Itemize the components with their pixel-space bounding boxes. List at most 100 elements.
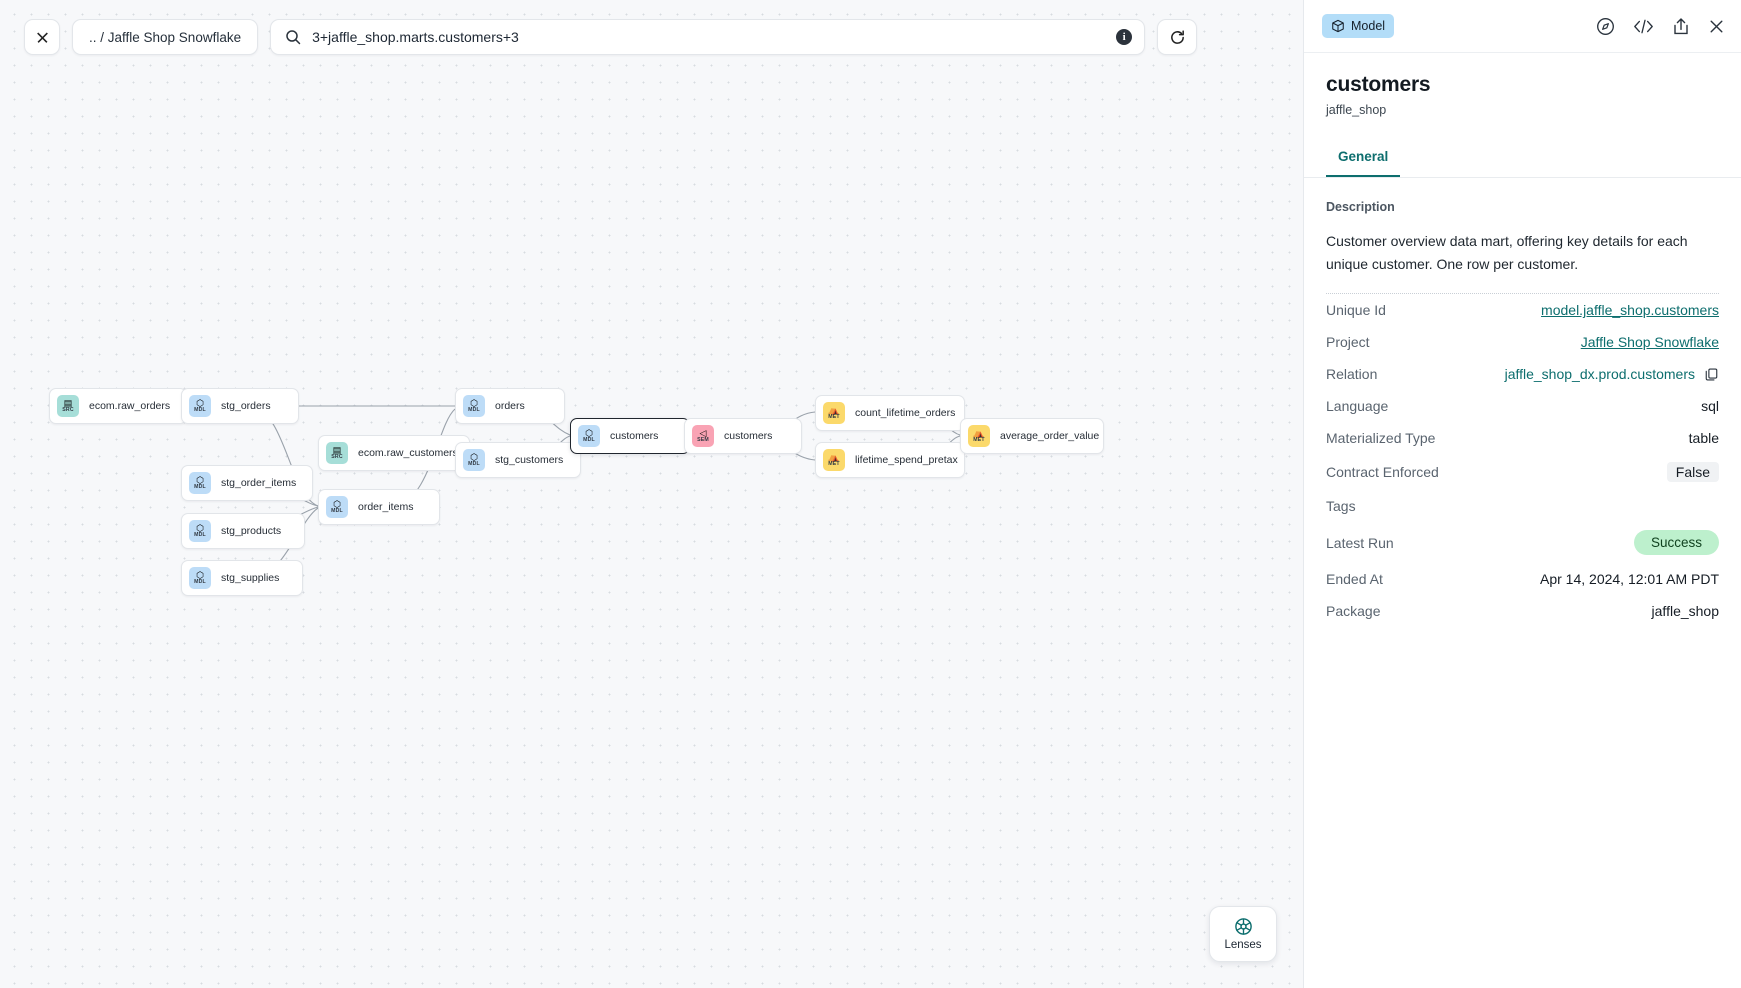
graph-node-label: count_lifetime_orders (855, 407, 956, 419)
property-key: Project (1326, 334, 1370, 351)
graph-node-orders[interactable]: ⬡MDL orders (455, 388, 565, 424)
node-type-chip[interactable]: Model (1322, 14, 1395, 38)
graph-node-order_items[interactable]: ⬡MDL order_items (318, 489, 440, 525)
property-value-wrap: jaffle_shop (1652, 603, 1719, 619)
search-query-value: 3+jaffle_shop.marts.customers+3 (312, 29, 519, 45)
property-value-wrap: table (1689, 430, 1719, 446)
lineage-canvas[interactable]: .. / Jaffle Shop Snowflake 3+jaffle_shop… (0, 0, 1303, 988)
close-panel-icon[interactable] (1708, 18, 1725, 35)
property-row: Latest Run Success (1326, 522, 1719, 563)
graph-node-label: stg_products (221, 525, 282, 537)
panel-action-group (1596, 17, 1725, 36)
graph-node-stg_customers[interactable]: ⬡MDL stg_customers (455, 442, 581, 478)
property-key: Ended At (1326, 571, 1383, 588)
property-value-wrap: jaffle_shop_dx.prod.customers (1505, 366, 1719, 382)
node-type-badge-sem-icon: ◁SEM (692, 425, 714, 447)
graph-node-lifetime_spend_pretax[interactable]: ⛺MET lifetime_spend_pretax (815, 442, 965, 478)
canvas-toolbar: .. / Jaffle Shop Snowflake 3+jaffle_shop… (24, 19, 1198, 55)
property-key: Language (1326, 398, 1389, 415)
node-type-badge-met-icon: ⛺MET (823, 449, 845, 471)
graph-node-label: lifetime_spend_pretax (855, 454, 958, 466)
property-value: Apr 14, 2024, 12:01 AM PDT (1540, 571, 1719, 588)
search-input[interactable]: 3+jaffle_shop.marts.customers+3 i (270, 19, 1146, 55)
graph-node-ecom_raw_customers[interactable]: ▤SRC ecom.raw_customers (318, 435, 470, 471)
property-key: Latest Run (1326, 534, 1394, 551)
graph-node-stg_products[interactable]: ⬡MDL stg_products (181, 513, 305, 549)
graph-node-label: stg_order_items (221, 477, 297, 489)
property-value: sql (1701, 398, 1719, 415)
property-value: False (1666, 462, 1719, 483)
lenses-button[interactable]: Lenses (1209, 906, 1277, 962)
property-value: jaffle_shop (1651, 603, 1719, 620)
node-type-badge-mdl-icon: ⬡MDL (189, 395, 211, 417)
property-key: Materialized Type (1326, 430, 1436, 447)
property-key: Tags (1326, 498, 1356, 515)
node-type-badge-met-icon: ⛺MET (823, 402, 845, 424)
node-type-badge-met-icon: ⛺MET (968, 425, 990, 447)
page-title: customers (1326, 73, 1431, 96)
refresh-button[interactable] (1157, 19, 1198, 55)
close-icon (36, 31, 49, 44)
copy-icon[interactable] (1704, 367, 1719, 382)
property-row: Project Jaffle Shop Snowflake (1326, 326, 1719, 358)
graph-node-stg_order_items[interactable]: ⬡MDL stg_order_items (181, 465, 313, 501)
property-row: Tags (1326, 490, 1719, 522)
property-value[interactable]: model.jaffle_shop.customers (1541, 302, 1719, 319)
graph-node-label: ecom.raw_customers (358, 447, 458, 459)
code-icon[interactable] (1633, 18, 1654, 35)
breadcrumb[interactable]: .. / Jaffle Shop Snowflake (72, 19, 259, 55)
property-row: Relation jaffle_shop_dx.prod.customers (1326, 358, 1719, 390)
property-value[interactable]: Jaffle Shop Snowflake (1580, 334, 1719, 351)
graph-node-label: customers (610, 430, 659, 442)
panel-subtitle: jaffle_shop (1326, 103, 1387, 117)
property-row: Language sql (1326, 390, 1719, 422)
lenses-label: Lenses (1224, 939, 1262, 951)
node-type-badge-mdl-icon: ⬡MDL (189, 472, 211, 494)
description-label: Description (1326, 200, 1395, 214)
detail-panel: Model (1303, 0, 1741, 988)
graph-node-label: stg_orders (221, 400, 271, 412)
graph-node-label: order_items (358, 501, 414, 513)
property-row: Materialized Type table (1326, 422, 1719, 454)
node-type-badge-mdl-icon: ⬡MDL (463, 395, 485, 417)
cube-icon (1332, 19, 1344, 33)
node-type-badge-src-icon: ▤SRC (326, 442, 348, 464)
property-row: Ended At Apr 14, 2024, 12:01 AM PDT (1326, 563, 1719, 595)
panel-toolbar: Model (1304, 0, 1741, 53)
property-value-wrap: sql (1701, 398, 1719, 414)
graph-node-label: stg_supplies (221, 572, 280, 584)
share-icon[interactable] (1672, 17, 1690, 36)
property-value-wrap: False (1666, 462, 1719, 483)
graph-node-stg_orders[interactable]: ⬡MDL stg_orders (181, 388, 299, 424)
property-value: table (1688, 430, 1719, 447)
status-badge: Success (1633, 530, 1719, 556)
graph-node-count_lifetime_orders[interactable]: ⛺MET count_lifetime_orders (815, 395, 965, 431)
close-lineage-button[interactable] (24, 19, 60, 55)
node-type-badge-mdl-icon: ⬡MDL (326, 496, 348, 518)
node-type-badge-mdl-icon: ⬡MDL (189, 520, 211, 542)
property-value[interactable]: jaffle_shop_dx.prod.customers (1504, 366, 1695, 383)
graph-node-label: stg_customers (495, 454, 564, 466)
section-divider (1326, 293, 1719, 295)
tab-general[interactable]: General (1326, 143, 1401, 177)
node-type-badge-mdl-icon: ⬡MDL (463, 449, 485, 471)
property-key: Package (1326, 603, 1381, 620)
property-row: Unique Id model.jaffle_shop.customers (1326, 294, 1719, 326)
panel-tabs: General (1304, 143, 1741, 178)
explore-icon[interactable] (1596, 17, 1615, 36)
node-type-label: Model (1351, 19, 1386, 33)
property-key: Unique Id (1326, 302, 1386, 319)
graph-node-label: ecom.raw_orders (89, 400, 171, 412)
breadcrumb-label: .. / Jaffle Shop Snowflake (89, 29, 242, 45)
info-icon[interactable]: i (1116, 29, 1133, 45)
graph-node-label: orders (495, 400, 525, 412)
lenses-icon (1234, 918, 1252, 935)
property-key: Relation (1326, 366, 1378, 383)
